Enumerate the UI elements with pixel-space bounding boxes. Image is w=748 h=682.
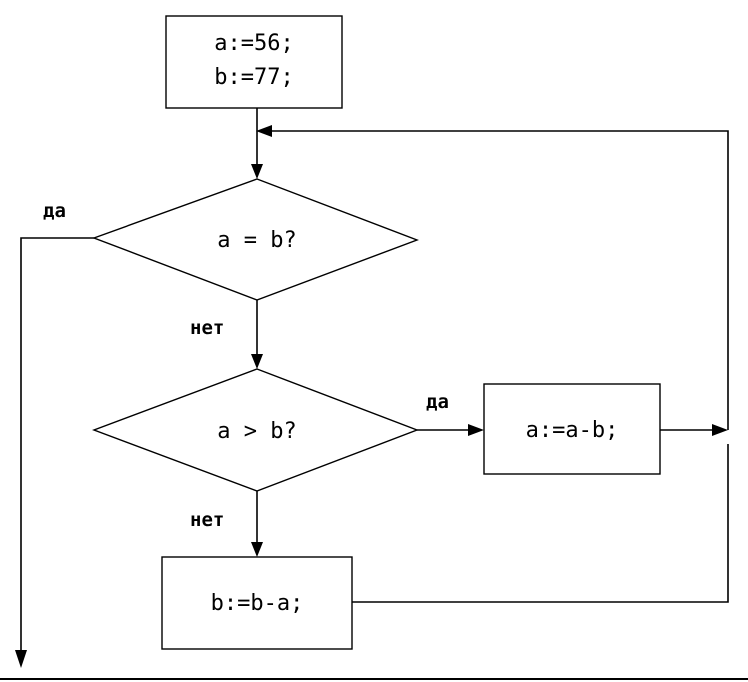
arrow-into-process-b — [251, 542, 263, 557]
arrow-into-equal — [251, 164, 263, 179]
greater-yes-label: да — [426, 391, 449, 413]
init-block: a:=56; b:=77; — [165, 15, 343, 109]
decision-equal-text: a = b? — [217, 228, 296, 253]
init-b-text: b:=77; — [214, 65, 293, 90]
process-a-box — [483, 383, 661, 475]
process-b-text: b:=b-a; — [211, 591, 304, 616]
decision-greater: a > b? — [92, 368, 419, 492]
bottom-border — [0, 678, 748, 680]
arrow-exit — [15, 650, 27, 668]
process-b-block: b:=b-a; — [161, 556, 353, 650]
arrow-loop-back — [256, 125, 272, 137]
process-a-text: a:=a-b; — [526, 418, 619, 443]
equal-yes-label: да — [43, 200, 66, 222]
greater-no-label: нет — [190, 509, 224, 531]
arrow-into-loop-a — [712, 424, 728, 436]
decision-greater-text: a > b? — [217, 419, 296, 444]
init-a-text: a:=56; — [214, 31, 293, 56]
connector-process-b-to-loop — [352, 444, 729, 603]
equal-no-label: нет — [190, 317, 224, 339]
connector-equal-yes-exit — [20, 237, 94, 652]
process-b-box — [161, 556, 353, 650]
process-a-block: a:=a-b; — [483, 383, 661, 475]
decision-equal: a = b? — [91, 178, 419, 301]
connector-loop-back — [270, 130, 729, 430]
arrow-into-greater — [251, 354, 263, 369]
init-block-box — [165, 15, 343, 109]
arrow-into-process-a — [468, 424, 484, 436]
